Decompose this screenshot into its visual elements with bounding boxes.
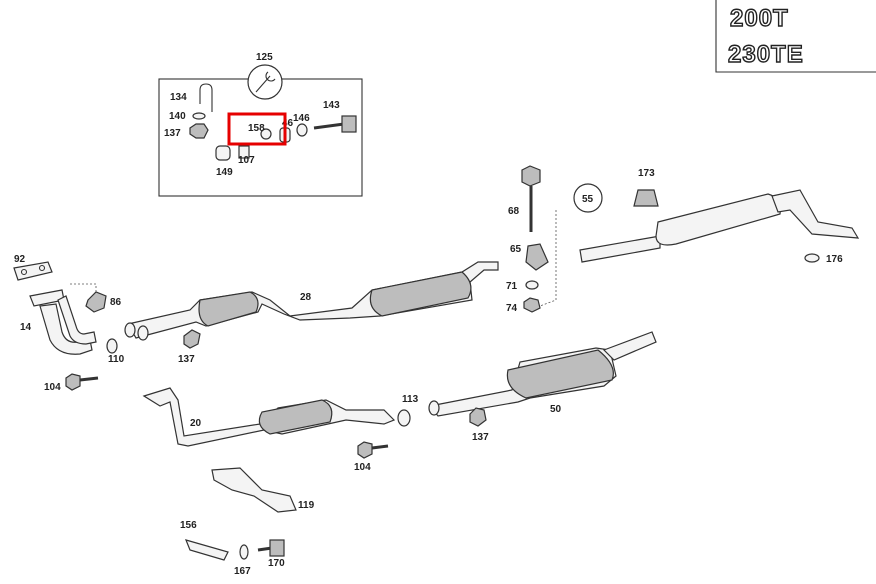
- model-badge-230te: 230TE: [728, 41, 804, 68]
- label-143: 143: [323, 100, 340, 111]
- label-149: 149: [216, 167, 233, 178]
- label-28: 28: [300, 292, 312, 303]
- rear-muffler: [579, 189, 860, 263]
- label-125: 125: [256, 52, 273, 63]
- label-119: 119: [298, 500, 315, 511]
- highlight-box-158: [227, 112, 287, 146]
- label-86: 86: [110, 297, 122, 308]
- label-104-low: 104: [354, 462, 371, 473]
- label-137-kit: 137: [164, 128, 181, 139]
- label-74: 74: [506, 303, 518, 314]
- hardware-kit-box: 125 134 140 137 149 107 46 146 143: [158, 52, 363, 197]
- front-catalytic-pipe-28: [124, 261, 499, 341]
- model-badge-box: 200T 230TE: [715, 0, 876, 73]
- label-167: 167: [234, 566, 251, 577]
- label-71: 71: [506, 281, 518, 292]
- label-65: 65: [510, 244, 522, 255]
- label-92: 92: [14, 254, 26, 265]
- label-156: 156: [180, 520, 197, 531]
- label-137-low: 137: [472, 432, 489, 443]
- label-55: 55: [582, 194, 594, 205]
- center-muffler-50: [428, 331, 657, 417]
- label-170: 170: [268, 558, 285, 569]
- label-50: 50: [550, 404, 562, 415]
- label-146: 146: [293, 113, 310, 124]
- label-134: 134: [170, 92, 187, 103]
- label-68: 68: [508, 206, 520, 217]
- label-14: 14: [20, 322, 32, 333]
- label-158: 158: [248, 123, 265, 134]
- label-176: 176: [826, 254, 843, 265]
- label-110: 110: [108, 354, 125, 365]
- label-20: 20: [190, 418, 202, 429]
- model-badge-200t: 200T: [730, 5, 789, 32]
- label-107: 107: [238, 155, 255, 166]
- label-113: 113: [402, 394, 419, 405]
- front-pipe-20: [142, 387, 396, 447]
- label-137-mid: 137: [178, 354, 195, 365]
- label-140: 140: [169, 111, 186, 122]
- label-173: 173: [638, 168, 655, 179]
- label-46: 46: [282, 118, 294, 129]
- callout-circle-55: [573, 183, 603, 213]
- label-104-top: 104: [44, 382, 61, 393]
